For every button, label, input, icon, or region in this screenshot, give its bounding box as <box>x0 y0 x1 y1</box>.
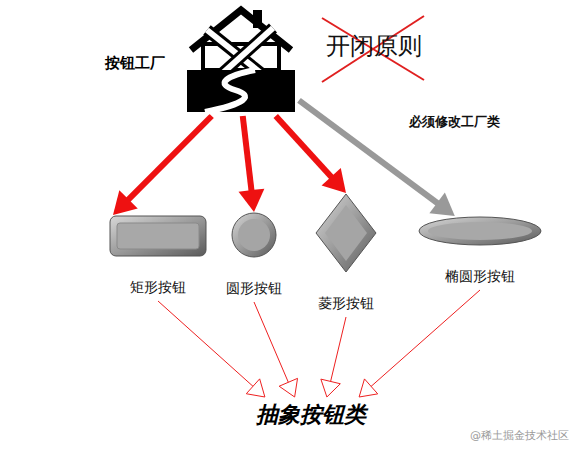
arrow-shaft <box>128 116 212 200</box>
inheritance-arrow <box>359 290 480 397</box>
button-face <box>428 222 532 240</box>
watermark: @稀土掘金技术社区 <box>470 428 569 443</box>
circle-button-shape <box>231 212 277 258</box>
node-text: 抽象按钮类 <box>250 398 374 432</box>
creation-arrow <box>113 116 212 215</box>
factory-house-icon <box>185 4 297 116</box>
inheritance-arrow <box>321 317 346 397</box>
ellipse-button-shape <box>418 216 542 246</box>
arrow-shaft <box>158 301 254 387</box>
arrow-head <box>279 378 297 397</box>
inheritance-arrow <box>158 301 265 397</box>
arrow-shaft <box>276 116 332 177</box>
cross-out-line <box>322 18 424 80</box>
button-node: 椭圆形按钮 <box>417 216 543 286</box>
node-text: 圆形按钮 <box>223 280 285 298</box>
button-face <box>117 223 199 249</box>
abstract-class-node: 抽象按钮类 <box>250 398 374 432</box>
arrow-head <box>429 192 454 216</box>
creation-arrow <box>239 116 265 212</box>
button-node: 矩形按钮 <box>108 215 208 297</box>
node-text: 矩形按钮 <box>108 279 208 297</box>
button-node: 菱形按钮 <box>314 193 378 313</box>
node-text: 椭圆形按钮 <box>417 268 543 286</box>
crossed-principle: 开闭原则 <box>326 30 422 62</box>
button-outline <box>232 213 276 257</box>
button-outline <box>110 216 206 256</box>
arrow-shaft <box>243 116 252 191</box>
inheritance-arrow <box>254 302 298 397</box>
factory-node: 按钮工厂 <box>105 4 299 116</box>
button-outline <box>316 194 376 272</box>
arrow-shaft <box>330 317 346 382</box>
arrow-shaft <box>370 290 480 387</box>
diamond-button-shape <box>315 193 377 273</box>
road <box>205 70 255 112</box>
arrow-head <box>246 379 265 397</box>
edge-label: 必须修改工厂类 <box>407 113 502 131</box>
arrow-shaft <box>254 302 289 383</box>
arrow-head <box>113 190 138 215</box>
cross-out-line <box>322 16 424 82</box>
ground-base <box>187 70 295 112</box>
button-outline <box>419 217 541 245</box>
button-face <box>238 219 270 251</box>
node-text: 菱形按钮 <box>314 295 378 313</box>
button-node: 圆形按钮 <box>223 212 285 298</box>
arrow-head <box>239 189 265 212</box>
button-face <box>325 205 367 261</box>
arrow-head <box>322 168 346 193</box>
node-text: 按钮工厂 <box>105 54 165 73</box>
rect-button-shape <box>109 215 207 257</box>
arrow-head <box>321 379 340 397</box>
arrow-head <box>359 379 378 397</box>
